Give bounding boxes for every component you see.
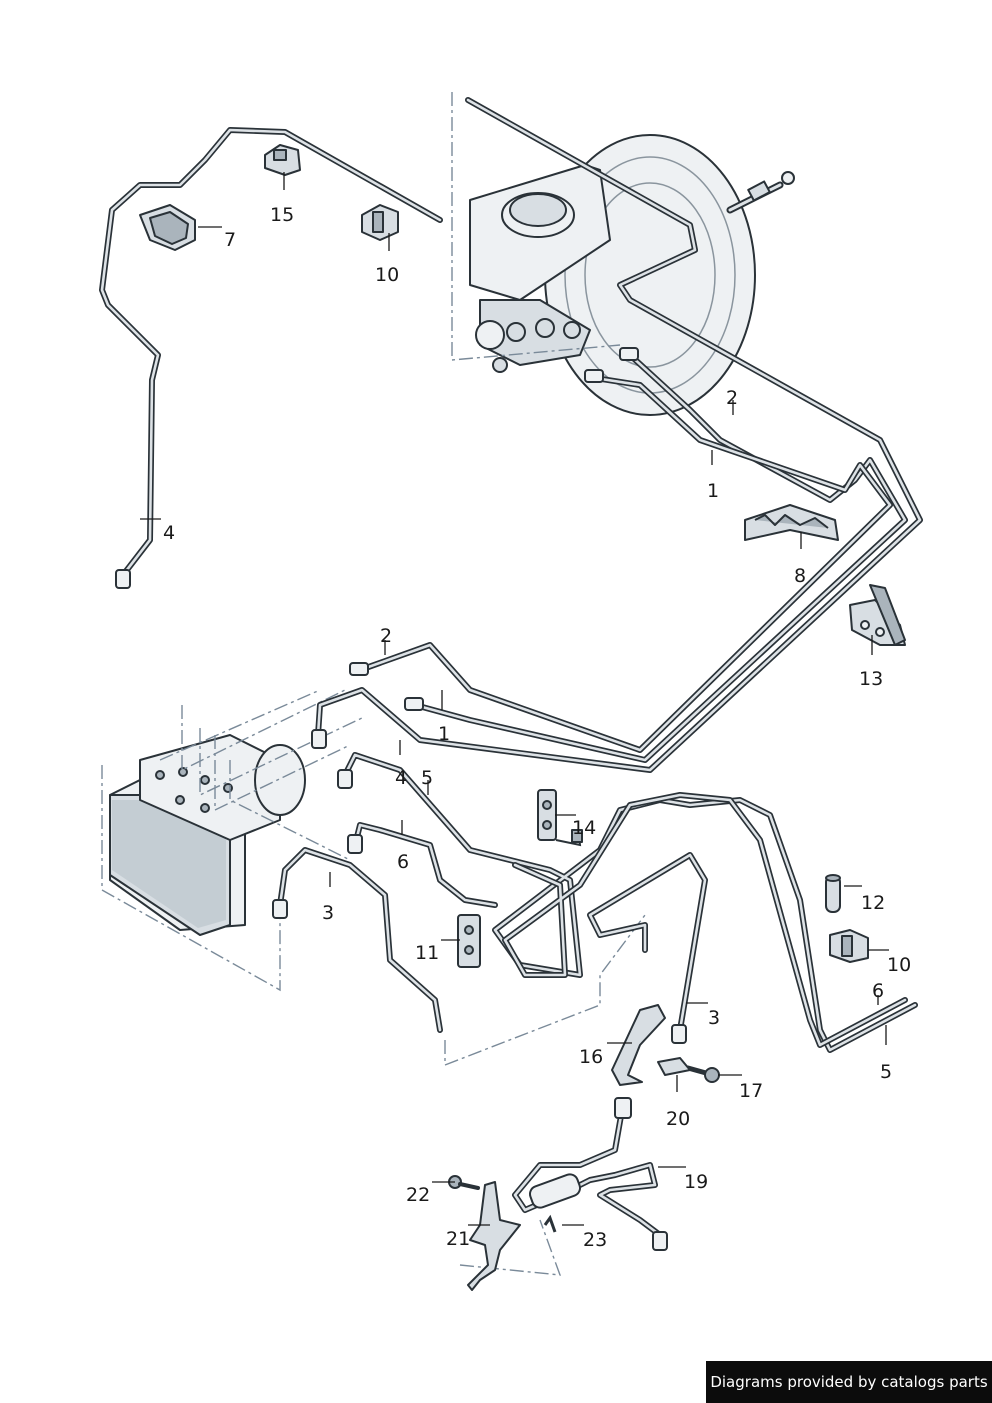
clip-11-icon [457, 914, 481, 968]
label-22: 22 [406, 1184, 430, 1206]
clip-10-bottom-icon [829, 929, 869, 963]
label-3-right: 3 [708, 1007, 720, 1029]
clip-20-icon [657, 1057, 691, 1076]
callout-labels: 4 7 15 10 2 1 8 13 2 1 4 5 14 6 3 11 12 … [163, 204, 911, 1251]
holder-8-icon [744, 504, 839, 541]
brake-lines [99, 97, 923, 1238]
master-cylinder [469, 164, 611, 373]
label-11: 11 [415, 942, 439, 964]
label-5-right: 5 [880, 1061, 892, 1083]
label-23: 23 [583, 1229, 607, 1251]
label-1-mid: 1 [438, 723, 450, 745]
label-16: 16 [579, 1046, 603, 1068]
label-17: 17 [739, 1080, 763, 1102]
catalog-credit-banner: Diagrams provided by catalogs parts [706, 1361, 992, 1403]
bracket-16-icon [611, 1004, 666, 1086]
label-6-mid: 6 [397, 851, 409, 873]
label-10-top: 10 [375, 264, 399, 286]
holder-13-icon [849, 584, 906, 646]
label-21: 21 [446, 1228, 470, 1250]
label-20: 20 [666, 1108, 690, 1130]
label-1-top: 1 [707, 480, 719, 502]
label-10-bottom: 10 [887, 954, 911, 976]
label-15: 15 [270, 204, 294, 226]
label-5-mid: 5 [421, 767, 433, 789]
label-6-right: 6 [872, 980, 884, 1002]
label-2-mid: 2 [380, 625, 392, 647]
label-19: 19 [684, 1171, 708, 1193]
bracket-21-icon [467, 1181, 521, 1291]
hose-end-icon [528, 1173, 582, 1209]
label-13: 13 [859, 668, 883, 690]
grommet-7-icon [139, 204, 196, 251]
clip-10-top-icon [361, 204, 399, 241]
label-4-mid: 4 [395, 767, 407, 789]
label-4-left: 4 [163, 522, 175, 544]
label-14: 14 [572, 817, 596, 839]
clip-23-icon [543, 1214, 557, 1233]
label-2-top: 2 [726, 387, 738, 409]
clip-15-icon [264, 144, 301, 176]
guide-lines [101, 92, 646, 1276]
label-8: 8 [794, 565, 806, 587]
sleeve-12-icon [825, 874, 841, 913]
label-7: 7 [224, 229, 236, 251]
fittings [115, 347, 687, 1251]
bolt-17-icon [685, 1065, 720, 1083]
label-12: 12 [861, 892, 885, 914]
abs-unit [109, 734, 306, 936]
label-3-left: 3 [322, 902, 334, 924]
catalog-credit-text: Diagrams provided by catalogs parts [710, 1373, 988, 1391]
leader-lines [140, 172, 889, 1226]
